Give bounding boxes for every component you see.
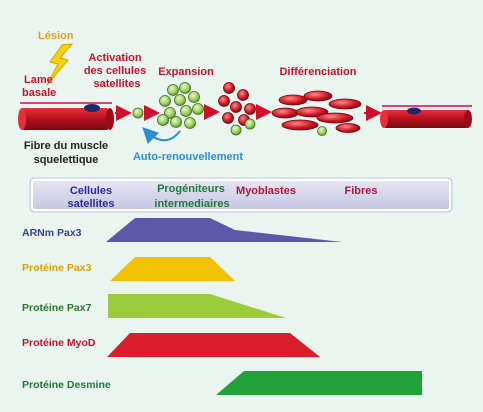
stage-label-myoblastes: Myoblastes — [236, 185, 296, 197]
myoblast-cell — [222, 112, 234, 124]
expression-label-arnm-pax3: ARNm Pax3 — [22, 227, 82, 239]
progenitor-cell — [230, 124, 242, 136]
differenciation-label: Différenciation — [279, 66, 356, 78]
myotube — [295, 106, 329, 118]
progenitor-cell — [180, 105, 192, 117]
myotube — [271, 107, 299, 119]
myoblast-cell — [223, 82, 235, 94]
myoblast-cluster — [218, 82, 256, 136]
myotube — [316, 112, 354, 124]
progenitor-cell — [192, 103, 204, 115]
stage-label-intermediaires: intermediaires — [154, 198, 229, 210]
auto-renouvellement-label: Auto-renouvellement — [133, 151, 243, 163]
myotube — [328, 98, 362, 110]
expression-label-proteine-pax3: Protéine Pax3 — [22, 262, 92, 274]
satellite-cell-nucleus-new — [407, 107, 421, 115]
stage-label-satellites: satellites — [67, 198, 114, 210]
expression-shape-proteine-desmine — [216, 371, 422, 395]
progenitor-cell — [174, 94, 186, 106]
activation-label-1: Activation — [88, 52, 141, 64]
progenitor-cell — [188, 91, 200, 103]
myoblast-cell — [230, 101, 242, 113]
progenitor-cell — [170, 116, 182, 128]
progenitor-cell — [164, 107, 176, 119]
expansion-label: Expansion — [158, 66, 214, 78]
lame-basale-label-2: basale — [22, 87, 56, 99]
expression-shape-proteine-myod — [107, 333, 320, 357]
progenitor-cell — [179, 82, 191, 94]
progenitor-cell — [244, 118, 256, 130]
myotube — [335, 123, 361, 133]
stage-label-fibres: Fibres — [344, 185, 377, 197]
expression-shape-arnm-pax3 — [106, 218, 342, 242]
fibre-label-2: squelettique — [34, 154, 99, 166]
lesion-label: Lésion — [38, 30, 74, 42]
muscle-fiber-new — [382, 110, 470, 128]
activation-label-3: satellites — [93, 78, 140, 90]
lame-basale-label-1: Lame — [24, 74, 53, 86]
muscle-fiber-end — [106, 108, 114, 130]
progenitor-cell — [159, 95, 171, 107]
progenitor-cell — [184, 117, 196, 129]
muscle-fiber — [20, 108, 110, 130]
myotube — [281, 119, 319, 131]
stage-label-progeniteurs: Progéniteurs — [157, 183, 225, 195]
stage-band — [31, 179, 451, 211]
self-renewal-arrow — [142, 127, 181, 145]
expression-label-proteine-desmine: Protéine Desmine — [22, 379, 111, 391]
fibre-label-1: Fibre du muscle — [24, 140, 108, 152]
progenitor-cell — [157, 114, 169, 126]
satellite-cell-nucleus — [84, 104, 100, 112]
myoblast-cell — [237, 89, 249, 101]
expression-shape-proteine-pax7 — [108, 294, 286, 318]
myoblast-cell — [218, 95, 230, 107]
myotube-cluster — [271, 90, 362, 136]
myotube — [278, 94, 308, 106]
activation-label-2: des cellules — [84, 65, 146, 77]
expression-shape-proteine-pax3 — [110, 257, 235, 281]
myoblast-cell — [244, 103, 256, 115]
progenitor-cell — [317, 126, 327, 136]
lightning-icon — [46, 43, 74, 86]
expression-label-proteine-pax7: Protéine Pax7 — [22, 302, 92, 314]
stage-label-cellules: Cellules — [70, 185, 112, 197]
progenitor-cell — [167, 84, 179, 96]
expression-label-proteine-myod: Protéine MyoD — [22, 337, 96, 349]
expansion-cluster — [157, 82, 204, 129]
myotube — [303, 90, 333, 102]
activated-cell — [132, 107, 144, 119]
